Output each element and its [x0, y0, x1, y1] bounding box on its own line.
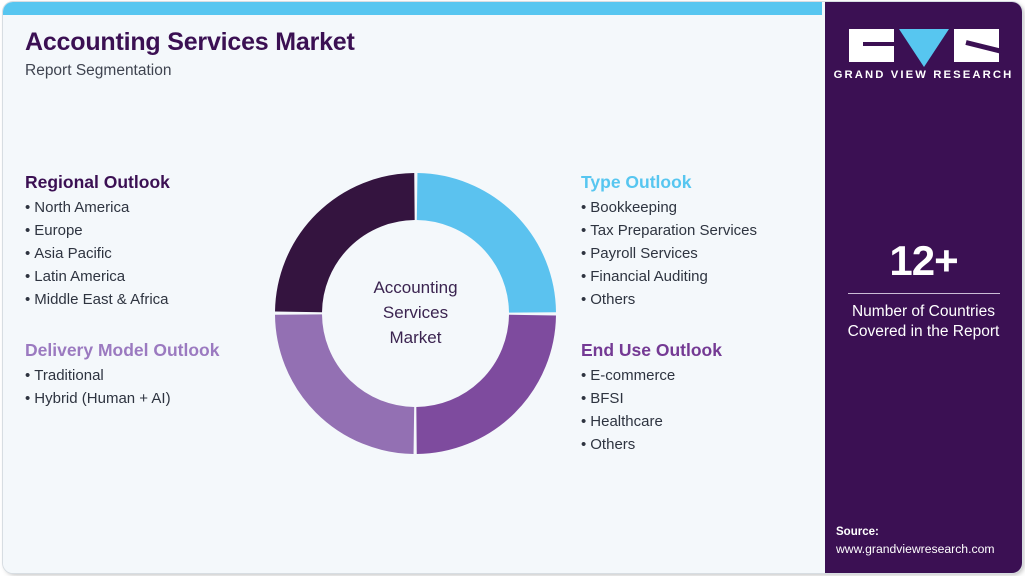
list-item: Hybrid (Human + AI) — [25, 388, 219, 411]
donut-center-line: Services — [382, 303, 449, 322]
brand-logo: GRAND VIEW RESEARCH — [825, 29, 1022, 81]
top-accent-bar — [3, 2, 822, 15]
list-item: Bookkeeping — [581, 197, 757, 220]
source-block: Source: www.grandviewresearch.com — [836, 525, 1022, 557]
stat-value: 12+ — [889, 237, 958, 284]
segment-heading-delivery-model: Delivery Model Outlook — [25, 340, 220, 360]
list-item: Healthcare — [581, 411, 722, 434]
segment-block-delivery-model: Delivery Model Outlook Traditional Hybri… — [25, 340, 219, 411]
list-item: Europe — [25, 220, 170, 243]
list-item: BFSI — [581, 388, 722, 411]
donut-center-label: Accounting Services Market — [275, 173, 556, 454]
logo-wordmark: GRAND VIEW RESEARCH — [833, 69, 1014, 81]
list-item: Others — [581, 434, 722, 457]
page-subtitle: Report Segmentation — [25, 62, 172, 79]
segment-heading-type: Type Outlook — [581, 172, 692, 192]
logo-letter-r-icon — [953, 29, 999, 62]
stat-divider — [847, 293, 1000, 294]
list-item: Middle East & Africa — [25, 289, 170, 312]
logo-marks — [825, 29, 1022, 67]
source-label: Source: — [836, 526, 879, 539]
stat-block: 12+ Number of Countries Covered in the R… — [825, 240, 1022, 343]
list-item: Tax Preparation Services — [581, 220, 757, 243]
infographic-card: Accounting Services Market Report Segmen… — [3, 2, 1022, 573]
logo-letter-v-triangle-icon — [898, 29, 949, 67]
donut-slice-end-use — [275, 173, 556, 454]
list-item: Latin America — [25, 266, 170, 289]
donut-center-line: Market — [389, 327, 442, 347]
donut-chart-svg — [275, 173, 556, 454]
segment-block-end-use: End Use Outlook E-commerce BFSI Healthca… — [581, 340, 722, 457]
list-item: North America — [25, 197, 170, 220]
list-item: Asia Pacific — [25, 243, 170, 266]
list-item: Traditional — [25, 365, 219, 388]
donut-chart: Accounting Services Market — [275, 173, 556, 454]
segment-list-regional: North America Europe Asia Pacific Latin … — [25, 197, 170, 312]
list-item: Financial Auditing — [581, 266, 757, 289]
list-item: Others — [581, 289, 757, 312]
sidebar: GRAND VIEW RESEARCH 12+ Number of Countr… — [825, 2, 1022, 573]
list-item: E-commerce — [581, 365, 722, 388]
segment-block-type: Type Outlook Bookkeeping Tax Preparation… — [581, 172, 757, 312]
header: Accounting Services Market Report Segmen… — [25, 28, 625, 81]
segment-heading-regional: Regional Outlook — [25, 172, 170, 192]
donut-center-line: Accounting — [373, 278, 458, 298]
segment-heading-end-use: End Use Outlook — [581, 340, 722, 360]
stat-label: Number of Countries Covered in the Repor… — [847, 303, 1000, 341]
donut-slice-regional — [275, 173, 556, 454]
segment-list-end-use: E-commerce BFSI Healthcare Others — [581, 365, 722, 457]
page-title: Accounting Services Market — [25, 28, 355, 56]
segment-block-regional: Regional Outlook North America Europe As… — [25, 172, 170, 312]
content-panel: Accounting Services Market Report Segmen… — [3, 2, 822, 573]
logo-letter-g-icon — [848, 29, 894, 62]
segment-list-type: Bookkeeping Tax Preparation Services Pay… — [581, 197, 757, 312]
list-item: Payroll Services — [581, 243, 757, 266]
donut-slice-delivery-model — [275, 173, 556, 454]
source-url: www.grandviewresearch.com — [836, 541, 995, 556]
segment-list-delivery-model: Traditional Hybrid (Human + AI) — [25, 365, 219, 411]
donut-slice-type — [275, 173, 556, 454]
